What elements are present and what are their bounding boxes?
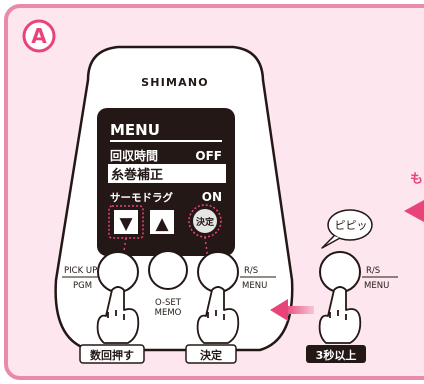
- memo-label: MEMO: [155, 308, 182, 318]
- down-arrow-key[interactable]: [114, 210, 138, 234]
- up-arrow-key[interactable]: [150, 210, 174, 234]
- beep-text: ピピッ: [335, 219, 368, 232]
- rs-label: R/S: [244, 266, 258, 276]
- confirm-key-label: 決定: [196, 216, 215, 228]
- hand-icon: [318, 286, 362, 344]
- lcd-title: MENU: [110, 121, 160, 139]
- up-arrow-icon: ▲: [155, 214, 169, 234]
- down-arrow-icon: ▼: [119, 214, 133, 234]
- lcd-item-label: 糸巻補正: [111, 167, 163, 183]
- rs-menu-button[interactable]: [197, 251, 239, 293]
- brand-logo: SHIMANO: [141, 76, 209, 89]
- transition-arrow-icon: [270, 299, 314, 321]
- confirm-key[interactable]: [193, 209, 217, 233]
- lcd-screen: MENU 回収時間 OFF 糸巻補正 サーモドラグ ON ▼ ▲ 決定: [97, 108, 235, 256]
- label-confirm: 決定: [185, 344, 237, 364]
- lcd-item-value: OFF: [195, 149, 222, 163]
- hand-icon: [96, 286, 140, 344]
- hand-icon: [196, 286, 240, 344]
- oset-label: O-SET: [155, 298, 182, 308]
- rs-menu-button-2[interactable]: [319, 251, 361, 293]
- label-press-multiple-text: 数回押す: [90, 348, 134, 362]
- label-confirm-text: 決定: [200, 348, 222, 362]
- menu-label-2: MENU: [364, 281, 389, 291]
- side-arrow-icon: [404, 200, 424, 222]
- rs-label-2: R/S: [366, 266, 380, 276]
- menu-label: MENU: [242, 281, 267, 291]
- label-hold-3s: 3秒以上: [306, 345, 366, 363]
- lcd-item-label: サーモドラグ: [110, 191, 173, 204]
- panel-marker: A: [22, 19, 56, 53]
- pickup-button[interactable]: [97, 251, 139, 293]
- beep-bubble: ピピッ: [321, 209, 373, 249]
- lcd-selected-row: [108, 164, 226, 183]
- pickup-label: PICK UP: [64, 266, 97, 276]
- panel-marker-letter: A: [31, 24, 47, 48]
- label-press-multiple: 数回押す: [79, 344, 145, 364]
- oset-memo-button[interactable]: [148, 250, 188, 290]
- side-text: も: [410, 172, 423, 187]
- lcd-item-label: 回収時間: [110, 148, 158, 163]
- lcd-item-value: ON: [202, 190, 222, 204]
- label-hold-3s-text: 3秒以上: [316, 348, 357, 362]
- pgm-label: PGM: [73, 281, 92, 291]
